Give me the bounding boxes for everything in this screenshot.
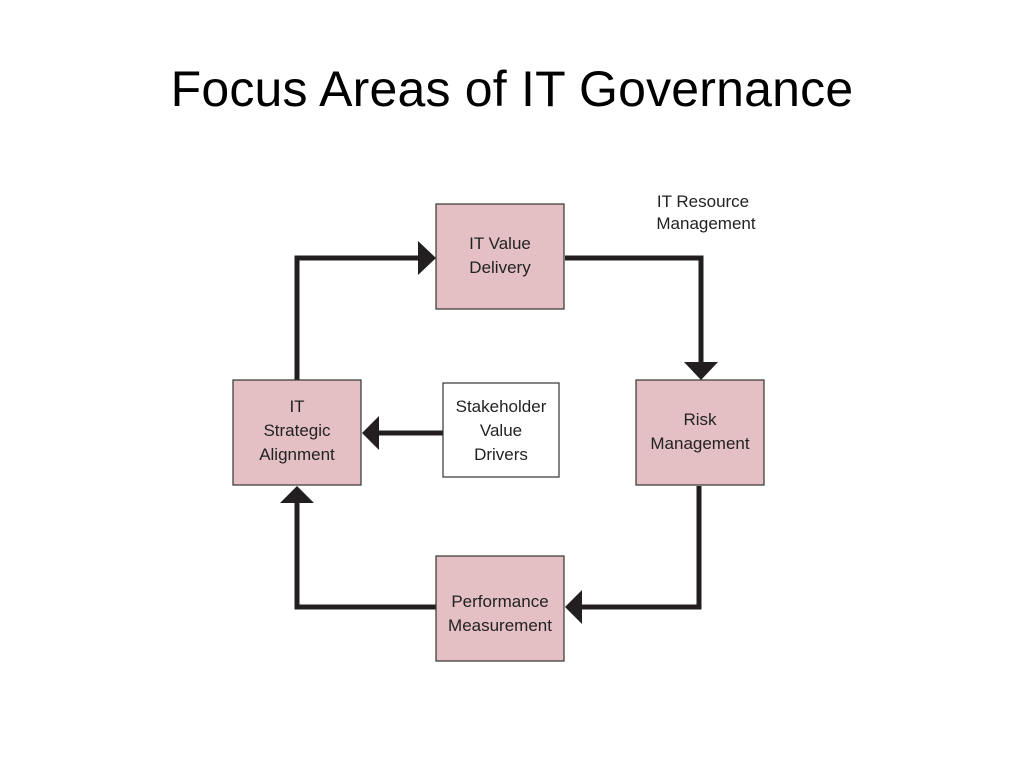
node-box	[442, 382, 560, 478]
arrowhead-into-strategic-alignment-bottom	[280, 486, 314, 503]
node-box	[635, 379, 765, 486]
edge-performance-to-alignment	[294, 503, 436, 610]
arrowhead-into-risk-management	[684, 362, 718, 380]
arrowhead-into-value-delivery	[418, 241, 436, 275]
node-label-line: IT	[289, 397, 304, 416]
node-label-line: Value	[480, 421, 522, 440]
node-label-line: Strategic	[263, 421, 331, 440]
node-label-line: Stakeholder	[456, 397, 547, 416]
node-label-line: Delivery	[469, 258, 531, 277]
resource-label-line: Management	[656, 214, 756, 233]
edge-risk-to-performance	[582, 486, 702, 610]
node-label-line: Drivers	[474, 445, 528, 464]
arrowhead-into-strategic-alignment-side	[362, 416, 379, 450]
node-label-line: Alignment	[259, 445, 335, 464]
node-label-line: Risk	[683, 410, 717, 429]
edge-alignment-to-value	[294, 255, 418, 381]
node-label-line: Measurement	[448, 616, 552, 635]
it-resource-management-label: IT Resource Management	[656, 192, 756, 233]
node-label-line: Performance	[451, 592, 548, 611]
node-box	[435, 203, 565, 310]
connectors	[280, 241, 718, 624]
node-it-strategic-alignment: IT Strategic Alignment	[232, 379, 362, 486]
node-performance-measurement: Performance Measurement	[435, 555, 565, 662]
node-box	[435, 555, 565, 662]
node-it-value-delivery: IT Value Delivery	[435, 203, 565, 310]
node-stakeholder-value-drivers: Stakeholder Value Drivers	[442, 382, 560, 478]
node-risk-management: Risk Management	[635, 379, 765, 486]
edge-value-to-risk	[565, 255, 704, 362]
node-label-line: Management	[650, 434, 750, 453]
resource-label-line: IT Resource	[657, 192, 749, 211]
slide-title: Focus Areas of IT Governance	[170, 61, 854, 117]
arrowhead-into-performance-measurement	[565, 590, 582, 624]
node-label-line: IT Value	[469, 234, 531, 253]
node-box	[232, 379, 362, 486]
